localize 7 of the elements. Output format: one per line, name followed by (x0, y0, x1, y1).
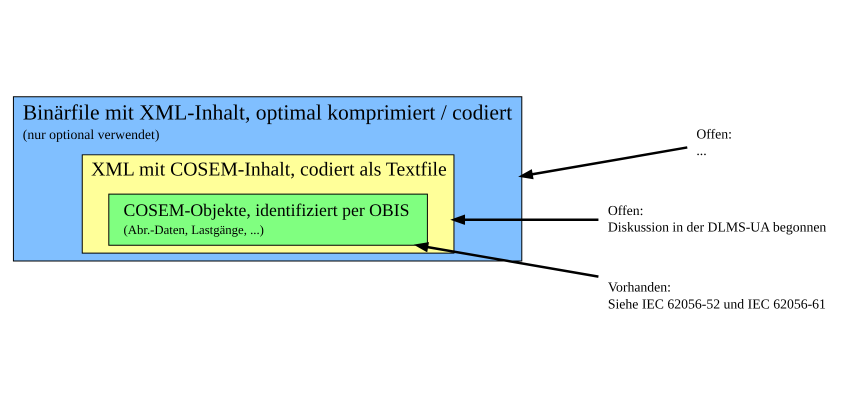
arrow (450, 214, 598, 224)
node-text: Offen: Diskussion in der DLMS-UA begonnen (608, 202, 826, 234)
node-text: Vorhanden: Siehe IEC 62056-52 und IEC 62056-61 (608, 279, 826, 311)
node-text: Offen: ... (696, 126, 732, 158)
arrow (414, 242, 599, 278)
node-box: COSEM-Objekte, identifiziert per OBIS (Abr.-Daten, Lastgänge, ...) (108, 193, 428, 246)
arrow (518, 146, 688, 179)
